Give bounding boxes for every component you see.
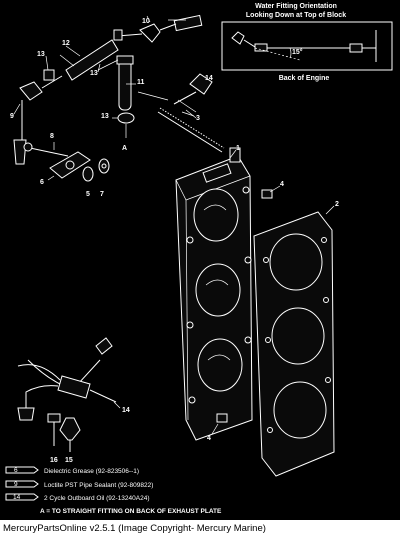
legend-code-3: 14	[13, 494, 21, 501]
callout-15: 15	[65, 457, 73, 464]
callout-13-lower: 13	[101, 113, 109, 120]
callout-9: 9	[10, 113, 14, 120]
callout-13-mid: 13	[90, 70, 98, 77]
callout-10: 10	[142, 18, 150, 25]
callouts: 10 12 13 13 11 14 9 13 3 A 8 1 6 5 7 4 2…	[10, 18, 339, 464]
dowel-pin-upper	[261, 189, 273, 199]
callout-4-top: 4	[280, 181, 284, 188]
leader-lines	[13, 19, 335, 435]
legend-row-2: 9 Loctite PST Pipe Sealant (92-809822)	[5, 480, 153, 489]
legend-row-1: 6 Dielectric Grease (92-823506--1)	[5, 466, 139, 475]
inset-caption: Back of Engine	[279, 75, 330, 82]
wiring-harness	[17, 337, 117, 452]
callout-A: A	[122, 145, 127, 152]
callout-12: 12	[62, 40, 70, 47]
callout-8: 8	[50, 133, 54, 140]
callout-5: 5	[86, 191, 90, 198]
inset-angle: 15°	[292, 48, 303, 56]
legend-note: A = TO STRAIGHT FITTING ON BACK OF EXHAU…	[40, 508, 222, 515]
inset-box: Water Fitting Orientation Looking Down a…	[221, 3, 393, 82]
exploded-parts-diagram: Water Fitting Orientation Looking Down a…	[0, 0, 400, 520]
hose-assembly	[13, 14, 225, 165]
legend-text-3: 2 Cycle Outboard Oil (92-13240A24)	[44, 495, 150, 502]
cover-plate-parts	[23, 142, 110, 182]
dowel-pin-lower	[216, 413, 228, 423]
callout-14-harness: 14	[122, 407, 130, 414]
inset-title-line1: Water Fitting Orientation	[255, 3, 337, 10]
callout-4-bottom: 4	[207, 435, 211, 442]
copyright-footer: MercuryPartsOnline v2.5.1 (Image Copyrig…	[3, 523, 266, 534]
inset-title-line2: Looking Down at Top of Block	[246, 12, 346, 19]
callout-7: 7	[100, 191, 104, 198]
legend-code-2: 9	[14, 481, 18, 488]
callout-6: 6	[40, 179, 44, 186]
legend-row-3: 14 2 Cycle Outboard Oil (92-13240A24)	[5, 493, 150, 502]
legend: 6 Dielectric Grease (92-823506--1) 9 Loc…	[5, 466, 222, 515]
legend-text-2: Loctite PST Pipe Sealant (92-809822)	[44, 482, 153, 489]
callout-11: 11	[137, 79, 145, 86]
callout-16: 16	[50, 457, 58, 464]
callout-13-top: 13	[37, 51, 45, 58]
callout-3: 3	[196, 115, 200, 122]
callout-14-top: 14	[205, 75, 213, 82]
legend-code-1: 6	[14, 467, 18, 474]
callout-1: 1	[236, 145, 240, 152]
cylinder-block	[175, 147, 253, 441]
gasket	[253, 211, 335, 477]
legend-text-1: Dielectric Grease (92-823506--1)	[44, 468, 139, 475]
callout-2: 2	[335, 201, 339, 208]
